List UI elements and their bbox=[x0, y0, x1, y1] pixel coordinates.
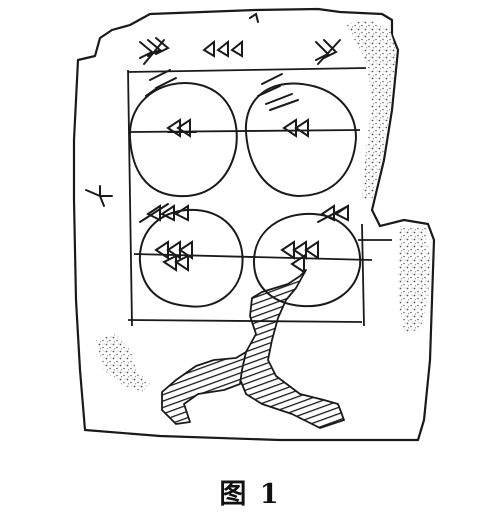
ruled-lines bbox=[127, 67, 392, 327]
hatched-crack-branch bbox=[161, 351, 247, 425]
circle-top-right bbox=[244, 82, 358, 198]
stippled-area-top-right bbox=[345, 20, 396, 200]
figure-caption: 图 1 bbox=[219, 479, 281, 510]
tablet-outline bbox=[72, 7, 436, 442]
stippled-area-left bbox=[96, 334, 150, 392]
cuneiform-wedge-icon bbox=[85, 12, 349, 274]
circles bbox=[128, 82, 362, 308]
circle-bottom-right bbox=[252, 212, 362, 308]
clay-tablet-drawing bbox=[72, 7, 436, 442]
circle-top-left bbox=[128, 82, 238, 198]
stippled-area-right bbox=[398, 226, 430, 332]
circle-bottom-left bbox=[138, 208, 244, 308]
